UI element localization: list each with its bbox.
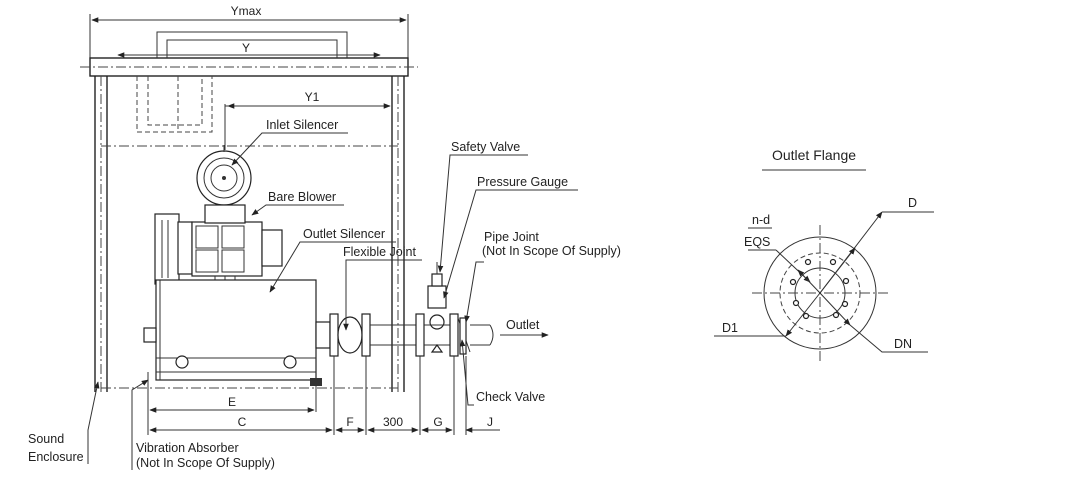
flange-label-d: D — [908, 196, 917, 210]
label-sound-enclosure-line2: Enclosure — [28, 450, 84, 464]
leader-lines — [87, 132, 578, 470]
label-vibration-absorber-note: (Not In Scope Of Supply) — [136, 456, 275, 470]
safety-valve-and-gauge — [415, 262, 450, 357]
outlet-flange-detail: Outlet Flange n-d EQS D D1 — [714, 147, 934, 361]
dim-g: G — [433, 415, 442, 429]
label-pressure-gauge: Pressure Gauge — [477, 175, 568, 189]
dim-c: C — [238, 415, 247, 429]
bare-blower — [154, 204, 283, 300]
dim-y: Y — [242, 41, 250, 55]
label-bare-blower: Bare Blower — [268, 190, 336, 204]
dim-ymax: Ymax — [231, 4, 262, 18]
flange-label-dn: DN — [894, 337, 912, 351]
label-check-valve: Check Valve — [476, 390, 545, 404]
outlet-pipe — [470, 324, 549, 346]
dim-e: E — [228, 395, 236, 409]
label-flexible-joint: Flexible Joint — [343, 245, 416, 259]
label-inlet-silencer: Inlet Silencer — [266, 118, 338, 132]
label-vibration-absorber: Vibration Absorber — [136, 441, 239, 455]
flange-label-eqs: EQS — [744, 235, 770, 249]
dim-f: F — [346, 415, 353, 429]
flange-label-d1: D1 — [722, 321, 738, 335]
sound-enclosure — [80, 14, 418, 395]
bottom-dimensions — [147, 356, 500, 435]
label-sound-enclosure-line1: Sound — [28, 432, 64, 446]
outlet-flange-title: Outlet Flange — [772, 147, 856, 163]
bolt-holes — [789, 258, 850, 320]
label-safety-valve: Safety Valve — [451, 140, 520, 154]
labels: Ymax Y Y1 E C F 300 G J Inlet Silencer B… — [28, 4, 621, 470]
label-pipe-joint: Pipe Joint — [484, 230, 539, 244]
flange-label-n-d: n-d — [752, 213, 770, 227]
outlet-silencer — [143, 279, 416, 386]
check-valve — [449, 313, 471, 357]
dim-300: 300 — [383, 415, 403, 429]
dim-y1: Y1 — [305, 90, 320, 104]
label-outlet-silencer: Outlet Silencer — [303, 227, 385, 241]
label-pipe-joint-note: (Not In Scope Of Supply) — [482, 244, 621, 258]
dim-j: J — [487, 415, 493, 429]
label-outlet: Outlet — [506, 318, 540, 332]
